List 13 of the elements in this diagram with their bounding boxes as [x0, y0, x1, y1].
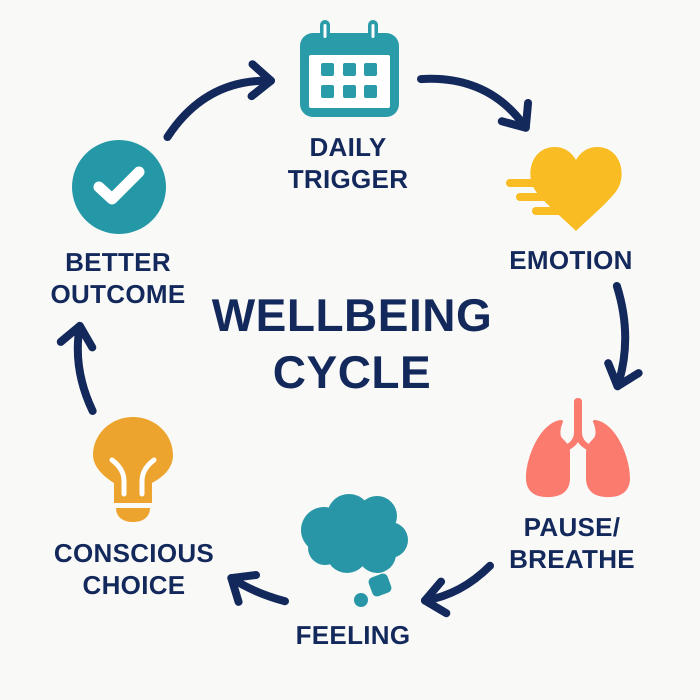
diagram-title: WELLBEING CYCLE — [210, 288, 494, 400]
arrow — [57, 322, 97, 415]
node-label: BETTER OUTCOME — [50, 246, 186, 310]
arrow — [604, 282, 642, 390]
node-label: FEELING — [296, 619, 410, 651]
arrow — [164, 60, 275, 141]
node-label: CONSCIOUS CHOICE — [52, 537, 216, 601]
arrow — [417, 74, 532, 132]
arrow — [420, 562, 494, 617]
node-label: DAILY TRIGGER — [286, 131, 410, 195]
node-label: EMOTION — [509, 244, 633, 276]
arrow — [227, 570, 289, 606]
node-label: PAUSE/ BREATHE — [508, 511, 636, 575]
